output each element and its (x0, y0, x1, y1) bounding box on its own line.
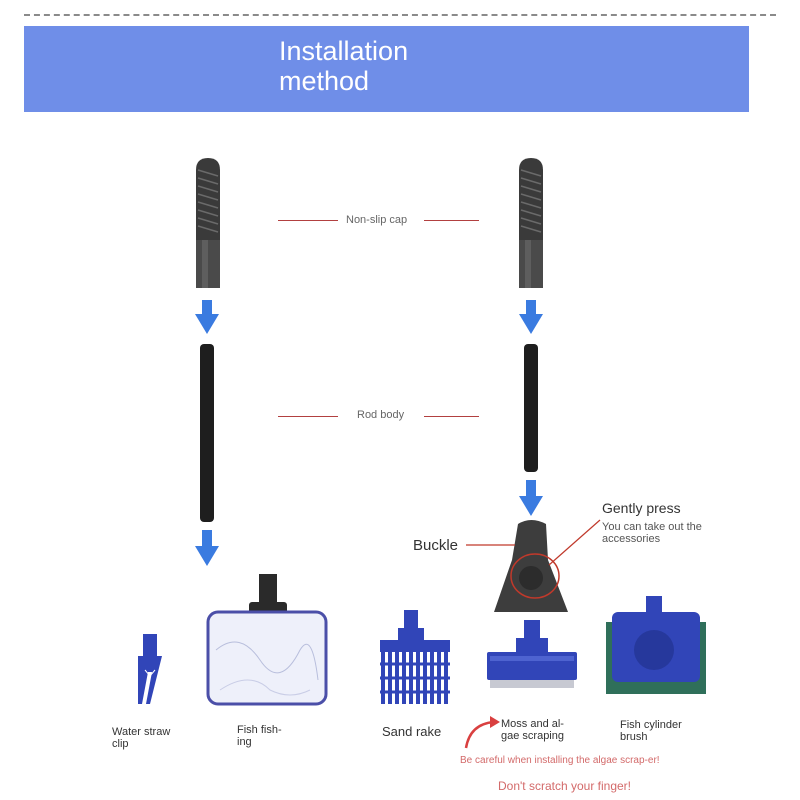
moss-algae-scraping-label: Moss and al-gae scraping (501, 718, 564, 742)
warning-arrow-icon (464, 720, 495, 749)
rod-body-label: Rod body (357, 409, 405, 421)
non-slip-cap-left (196, 158, 220, 288)
fish-net (206, 574, 328, 706)
cap-leader-line-left (278, 220, 338, 221)
warning-line-1: Be careful when installing the algae scr… (460, 755, 660, 766)
sand-rake-label: Sand rake (382, 724, 442, 739)
rod-body-right (524, 344, 538, 472)
cap-leader-line-right (424, 220, 479, 221)
fish-cylinder-brush-label: Fish cylinder brush (620, 719, 682, 743)
gently-press-subtitle: You can take out the accessories (602, 521, 702, 545)
rod-leader-line-left (278, 416, 338, 417)
rod-leader-line-right (424, 416, 479, 417)
top-dashed-divider (24, 14, 776, 16)
buckle-label: Buckle (413, 537, 459, 554)
non-slip-cap-label: Non-slip cap (346, 214, 408, 226)
fish-fishing-label: Fish fish-ing (237, 724, 282, 748)
rod-body-left (200, 344, 214, 522)
algae-scraper (487, 620, 577, 688)
fish-cylinder-brush (606, 596, 706, 694)
gently-press-title: Gently press (602, 500, 681, 516)
water-straw-clip (138, 634, 162, 704)
non-slip-cap-right (519, 158, 543, 288)
page-title: Installation method (279, 36, 409, 96)
down-arrow-icon (195, 530, 219, 566)
down-arrow-icon (519, 480, 543, 516)
header-banner (24, 26, 749, 112)
buckle-connector (466, 519, 601, 612)
down-arrow-icon (519, 300, 543, 334)
warning-line-2: Don't scratch your finger! (498, 779, 632, 793)
water-straw-clip-label: Water straw clip (112, 726, 171, 750)
sand-rake (380, 610, 450, 704)
down-arrow-icon (195, 300, 219, 334)
